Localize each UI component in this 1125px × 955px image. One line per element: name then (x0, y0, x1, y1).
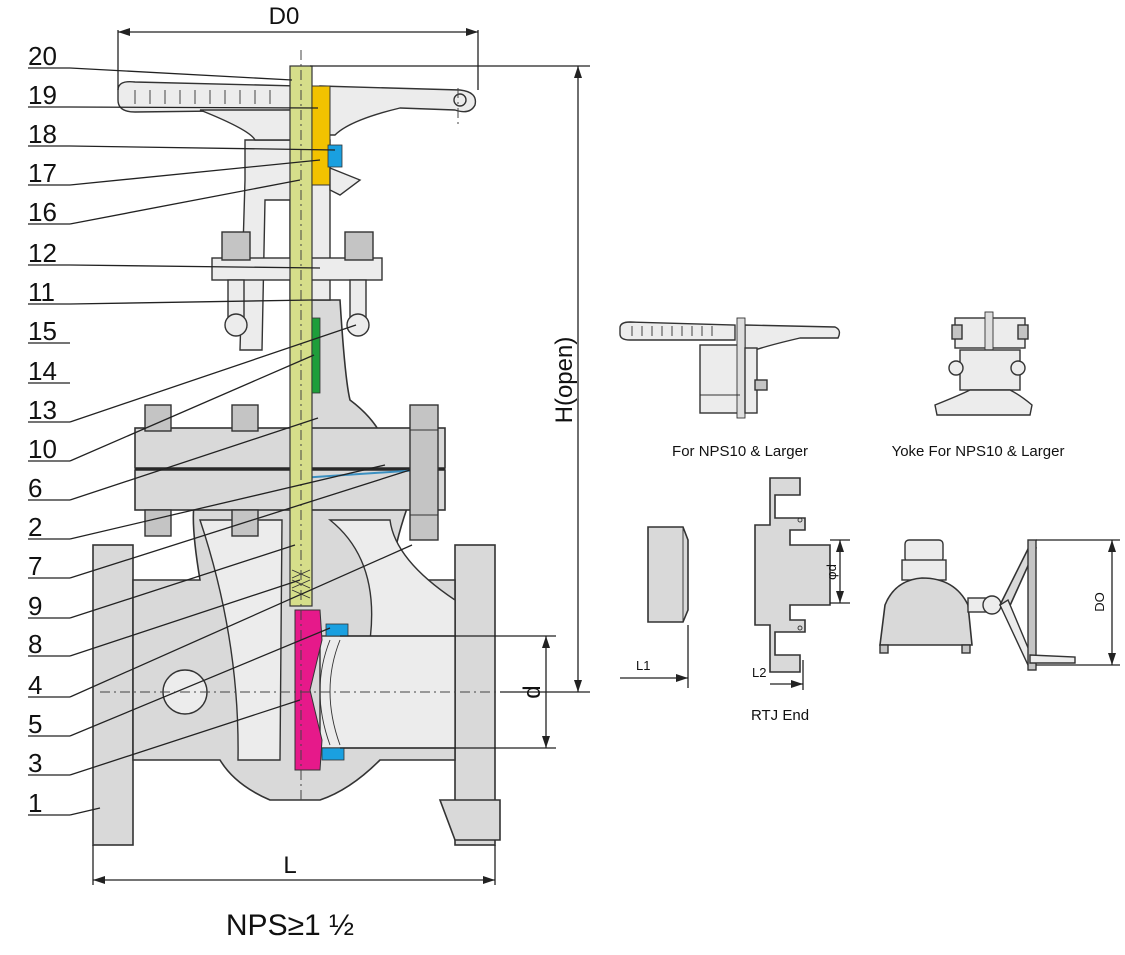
part-number: 7 (28, 551, 42, 581)
part-number: 10 (28, 434, 57, 464)
diagram-title: NPS≥1 ½ (226, 909, 354, 942)
yoke-nut (311, 85, 331, 186)
detail-handwheel-large: For NPS10 & Larger (619, 317, 841, 460)
part-number: 13 (28, 395, 57, 425)
part-number: 16 (28, 197, 57, 227)
part-number: 11 (28, 277, 55, 307)
seat-lower (321, 747, 345, 761)
right-flange (454, 544, 496, 846)
l2-label: L2 (752, 665, 766, 680)
part-number: 6 (28, 473, 42, 503)
bonnet-bolts (144, 404, 439, 541)
part-number: 17 (28, 158, 57, 188)
detail-rtj-end: φd L2 RTJ End (751, 477, 850, 724)
dim-h-open: H(open) (310, 65, 590, 693)
l1-label: L1 (636, 658, 650, 673)
body-section-left (199, 519, 283, 761)
seat-upper (325, 623, 349, 637)
detail-end-l1: L1 (620, 526, 689, 688)
part-number: 8 (28, 629, 42, 659)
part-number: 2 (28, 512, 42, 542)
caption-rtj-end: RTJ End (751, 707, 809, 724)
part-number: 18 (28, 119, 57, 149)
h-open-label: H(open) (551, 337, 578, 424)
detail-yoke-large: Yoke For NPS10 & Larger (892, 311, 1065, 460)
dim-d: d (340, 635, 556, 749)
part-number: 15 (28, 316, 57, 346)
do-label: DO (1092, 592, 1107, 612)
dim-d0: D0 (117, 3, 479, 90)
caption-yoke-large: Yoke For NPS10 & Larger (892, 443, 1065, 460)
wedge (294, 609, 323, 771)
part-callouts: 20 19 18 17 16 12 11 15 14 13 10 6 (28, 41, 413, 818)
part-number: 3 (28, 748, 42, 778)
part-number: 12 (28, 238, 57, 268)
detail-gear-operator: DO (879, 539, 1120, 671)
left-flange (92, 544, 134, 846)
d0-label: D0 (269, 3, 300, 30)
handwheel-spoke-right (319, 85, 477, 136)
dim-l: L (92, 845, 496, 885)
l-label: L (283, 852, 296, 879)
d-label: d (519, 685, 546, 698)
part-number: 19 (28, 80, 57, 110)
right-lug (438, 799, 501, 841)
caption-handwheel-large: For NPS10 & Larger (672, 443, 808, 460)
part-number: 4 (28, 670, 42, 700)
part-number: 20 (28, 41, 57, 71)
part-number: 14 (28, 356, 57, 386)
part-number: 9 (28, 591, 42, 621)
phi-d-label: φd (824, 564, 839, 580)
part-number: 5 (28, 709, 42, 739)
part-number: 1 (28, 788, 42, 818)
yoke-bearing (327, 144, 343, 168)
